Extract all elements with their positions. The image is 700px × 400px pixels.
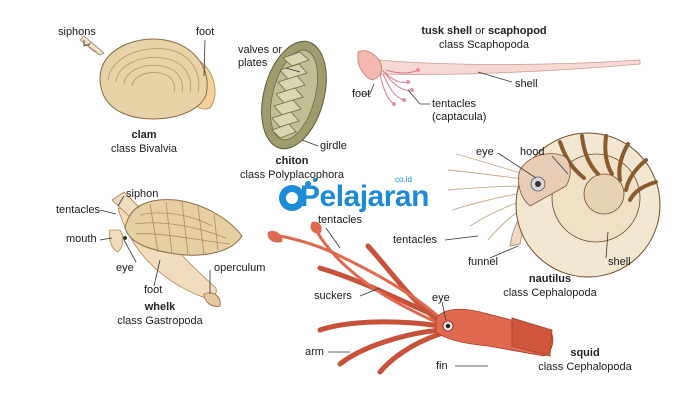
whelk-eye-label: eye — [116, 262, 134, 274]
squid-class: class Cephalopoda — [538, 361, 632, 373]
whelk-illustration — [109, 191, 243, 307]
chiton-valves-label: valves or — [238, 44, 283, 56]
nautilus-hood-label: hood — [520, 146, 545, 158]
nautilus-tentacles-label: tentacles — [393, 234, 438, 246]
squid-suckers-label: suckers — [314, 290, 352, 302]
squid-name: squid — [570, 347, 600, 359]
nautilus-name: nautilus — [528, 273, 572, 285]
tusk-connector: or — [472, 25, 488, 37]
chiton-plates-label: plates — [238, 57, 268, 69]
nautilus-caption: nautilus class Cephalopoda — [500, 272, 600, 300]
chiton-illustration — [261, 40, 327, 150]
squid-arm-label: arm — [305, 346, 324, 358]
tusk-shell-illustration — [357, 50, 641, 106]
squid-caption: squid class Cephalopoda — [530, 346, 640, 374]
clam-siphons-label: siphons — [58, 26, 96, 38]
chiton-name: chiton — [275, 155, 309, 167]
watermark-logo — [279, 178, 317, 211]
whelk-tentacles-label: tentacles — [56, 204, 101, 216]
clam-foot-label: foot — [196, 26, 215, 38]
whelk-siphon-label: siphon — [126, 188, 159, 200]
clam-illustration — [79, 35, 216, 120]
chiton-caption: chiton class Polyplacophora — [232, 154, 352, 182]
whelk-caption: whelk class Gastropoda — [110, 300, 210, 328]
tusk-alt-name: scaphopod — [487, 25, 547, 37]
whelk-name: whelk — [144, 301, 176, 313]
chiton-class: class Polyplacophora — [240, 169, 344, 181]
nautilus-class: class Cephalopoda — [503, 287, 597, 299]
tusk-foot-label: foot — [352, 88, 371, 100]
clam-class: class Bivalvia — [110, 143, 178, 155]
squid-tentacles-label: tentacles — [318, 214, 363, 226]
nautilus-illustration — [447, 132, 661, 278]
tusk-class: class Scaphopoda — [439, 39, 529, 51]
tusk-shell-label: shell — [515, 78, 538, 90]
clam-caption: clam class Bivalvia — [104, 128, 184, 156]
tusk-captacula-label: (captacula) — [432, 111, 487, 123]
whelk-foot-label: foot — [144, 284, 163, 296]
nautilus-funnel-label: funnel — [468, 256, 498, 268]
whelk-operculum-label: operculum — [214, 262, 266, 274]
nautilus-eye-label: eye — [476, 146, 494, 158]
tusk-tentacles-label: tentacles — [432, 98, 477, 110]
whelk-mouth-label: mouth — [66, 233, 97, 245]
squid-eye-label: eye — [432, 292, 450, 304]
leader-lines — [83, 39, 609, 367]
nautilus-shell-label: shell — [608, 256, 631, 268]
whelk-class: class Gastropoda — [117, 315, 203, 327]
tusk-name: tusk shell — [421, 25, 473, 37]
squid-fin-label: fin — [436, 360, 448, 372]
watermark-text: Pelajaran — [300, 180, 429, 213]
clam-name: clam — [131, 129, 157, 141]
squid-illustration — [267, 221, 554, 375]
watermark-suffix: co.id — [395, 175, 412, 184]
chiton-girdle-label: girdle — [320, 140, 347, 152]
tusk-caption: tusk shell or scaphopod class Scaphopoda — [404, 24, 564, 52]
